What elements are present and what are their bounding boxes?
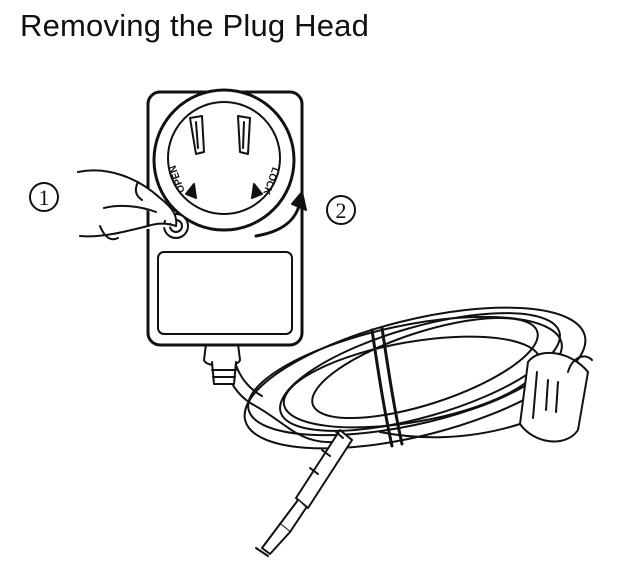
hand-pressing-button — [77, 169, 178, 241]
strain-relief — [203, 343, 241, 385]
step-2-marker — [326, 195, 356, 225]
coiled-cable — [221, 306, 593, 557]
plug-head-dial — [152, 88, 296, 239]
page-title: Removing the Plug Head — [20, 8, 370, 43]
step-1-marker — [29, 182, 59, 212]
step-1-number: 1 — [39, 185, 50, 210]
rotate-arrow — [254, 191, 307, 238]
step-2-number: 2 — [336, 198, 347, 223]
